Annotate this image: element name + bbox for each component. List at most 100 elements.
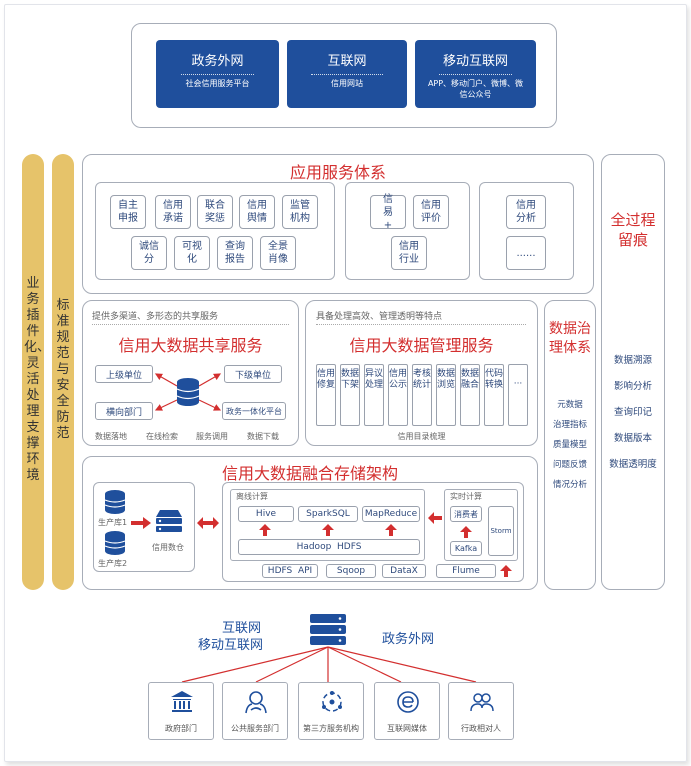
data-warehouse-label: 信用数仓 [152, 543, 184, 552]
arrow-left-icon [428, 512, 442, 524]
connector-flume: Flume [436, 564, 496, 578]
source-label: 政府部门 [165, 724, 197, 733]
left-bar-outer [22, 154, 44, 590]
storm: Storm [488, 506, 514, 556]
mgmt-cell: 异议处理 [364, 364, 384, 426]
trace-item: 数据版本 [613, 433, 652, 444]
database-icon [176, 378, 200, 406]
server-hub-diagram [181, 614, 477, 683]
sharing-caption: 提供多渠道、多形态的共享服务 [92, 312, 219, 322]
node-upper-unit: 上级单位 [95, 365, 153, 383]
kafka: Kafka [450, 541, 482, 556]
mgmt-cell: 数据下架 [340, 364, 360, 426]
arrow-up-icon [259, 524, 271, 536]
source-label: 互联网媒体 [387, 724, 427, 733]
public-service-icon [245, 691, 267, 714]
management-caption: 具备处理高效、管理透明等特点 [316, 312, 443, 322]
app-item: 查询报告 [217, 236, 253, 270]
node-lower-unit: 下级单位 [224, 365, 282, 383]
trace-item: 影响分析 [613, 381, 652, 392]
source-admin-counterpart: 行政相对人 [448, 682, 514, 740]
dotted-divider [316, 324, 526, 325]
connector-sqoop: Sqoop [326, 564, 376, 578]
connector-hdfs-api: HDFS API [262, 564, 318, 578]
app-item: 监管机构 [282, 195, 318, 229]
source-label: 行政相对人 [461, 724, 501, 733]
government-building-icon [171, 691, 193, 712]
app-item: 信用承诺 [155, 195, 191, 229]
app-item: 可视化 [174, 236, 210, 270]
governance-title: 数据治理体系 [549, 321, 591, 356]
net-subtitle: APP、移动门户、微博、微信公众号 [427, 79, 524, 99]
node-lateral-dept: 横向部门 [95, 402, 153, 420]
source-label: 公共服务部门 [231, 724, 279, 733]
sharing-title: 信用大数据共享服务 [118, 336, 263, 355]
app-item: 自主申报 [110, 195, 146, 229]
mgmt-cell: 数据浏览 [436, 364, 456, 426]
net-title: 政务外网 [191, 54, 244, 69]
sharing-footer-item: 在线检索 [146, 432, 178, 441]
dotted-divider [311, 74, 383, 75]
tool-sparksql: SparkSQL [298, 506, 358, 522]
net-gov-extranet: 政务外网 社会信用服务平台 [156, 40, 279, 108]
trace-item: 数据溯源 [613, 355, 652, 366]
governance-item: 问题反馈 [552, 460, 587, 470]
offline-compute-label: 离线计算 [236, 492, 268, 501]
app-item: 信用评价 [413, 195, 449, 229]
net-title: 互联网 [327, 54, 367, 69]
node-gov-platform: 政务一体化平台 [222, 402, 286, 420]
mgmt-cell: ··· [508, 364, 528, 426]
mgmt-cell: 信用公示 [388, 364, 408, 426]
net-mobile-internet: 移动互联网 APP、移动门户、微博、微信公众号 [415, 40, 536, 108]
hadoop-hdfs: Hadoop HDFS [238, 539, 420, 555]
governance-item: 元数据 [557, 400, 583, 410]
arrow-up-icon [500, 565, 512, 577]
trace-item: 数据透明度 [609, 459, 657, 470]
arrow-up-icon [385, 524, 397, 536]
mgmt-cell: 考核统计 [412, 364, 432, 426]
sharing-hub-diagram [154, 373, 222, 411]
app-item: 全景肖像 [260, 236, 296, 270]
app-item: 诚信分 [131, 236, 167, 270]
sharing-footer-item: 数据落地 [95, 432, 127, 441]
trace-item: 查询印记 [613, 407, 652, 418]
production-db-2-icon [104, 531, 126, 555]
source-gov-dept: 政府部门 [148, 682, 214, 740]
production-db-1-label: 生产库1 [98, 518, 128, 527]
dotted-divider [180, 74, 255, 75]
source-label: 第三方服务机构 [303, 724, 359, 733]
bidirectional-arrow-icon [197, 517, 219, 529]
governance-item: 治理指标 [552, 420, 587, 430]
governance-item: 质量模型 [552, 440, 587, 450]
source-public-service: 公共服务部门 [222, 682, 288, 740]
sharing-footer-item: 服务调用 [196, 432, 228, 441]
realtime-compute-label: 实时计算 [450, 492, 482, 501]
storage-title: 信用大数据融合存储架构 [221, 464, 398, 483]
app-item: 信用分析 [506, 195, 546, 229]
data-warehouse-icon [156, 510, 182, 532]
app-item: 信用舆情 [239, 195, 275, 229]
left-bar-inner-label: 标准规范与安全防范 [56, 298, 70, 441]
left-bar-outer-label: 业务插件化、灵活处理支撑环境 [24, 276, 51, 483]
net-subtitle: 信用网站 [331, 79, 363, 88]
full-process-trace-box [601, 154, 665, 590]
bottom-left-label-1: 互联网 [222, 621, 262, 636]
production-db-1-icon [104, 490, 126, 514]
arrow-up-icon [322, 524, 334, 536]
app-services-title: 应用服务体系 [289, 163, 386, 182]
management-title: 信用大数据管理服务 [349, 336, 494, 355]
sharing-footer-item: 数据下载 [247, 432, 279, 441]
left-bar-inner [52, 154, 74, 590]
people-icon [470, 693, 494, 712]
arrow-up-icon [460, 526, 472, 538]
source-third-party: 第三方服务机构 [298, 682, 364, 740]
internet-media-icon [397, 691, 419, 713]
management-footer: 信用目录梳理 [397, 432, 446, 441]
bottom-right-label: 政务外网 [382, 632, 435, 647]
consumer: 消费者 [450, 506, 482, 522]
server-icon [310, 614, 346, 645]
dotted-divider [92, 324, 289, 325]
bottom-left-label-2: 移动互联网 [198, 638, 264, 653]
dotted-divider [439, 74, 512, 75]
mgmt-cell: 数据融合 [460, 364, 480, 426]
